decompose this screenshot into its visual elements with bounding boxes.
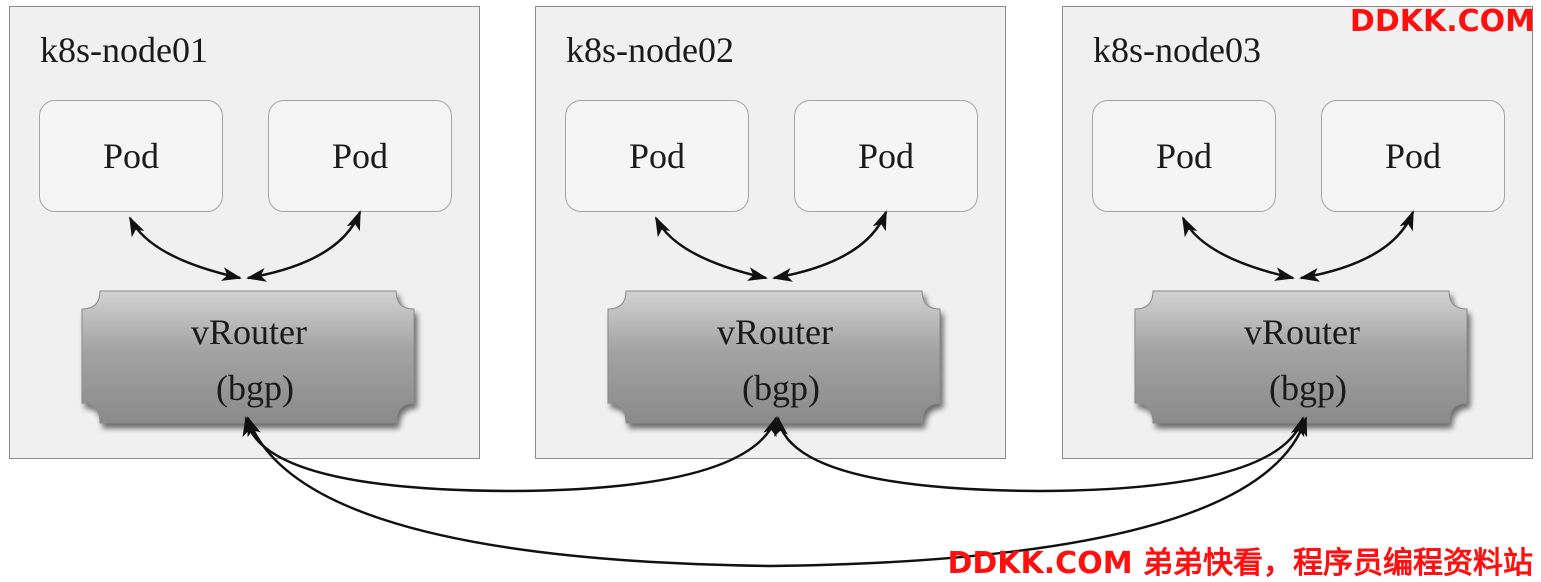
vrouter-protocol: (bgp) xyxy=(216,368,294,408)
pod-box: Pod xyxy=(39,100,223,212)
pod-box: Pod xyxy=(1092,100,1276,212)
node-title-1: k8s-node01 xyxy=(40,30,208,70)
node-title-3: k8s-node03 xyxy=(1093,30,1261,70)
vrouter-box-3: vRouter (bgp) xyxy=(1127,285,1477,435)
node-title-2: k8s-node02 xyxy=(566,30,734,70)
node-box-2: k8s-node02 Pod Pod vRouter (bgp) xyxy=(535,6,1006,459)
vrouter-protocol: (bgp) xyxy=(1269,368,1347,408)
node-box-1: k8s-node01 Pod Pod vRouter (bgp) xyxy=(9,6,480,459)
vrouter-box-1: vRouter (bgp) xyxy=(74,285,424,435)
vrouter-label: vRouter xyxy=(1244,312,1360,352)
node-box-3: k8s-node03 Pod Pod vRouter (bgp) xyxy=(1062,6,1533,459)
vrouter-label: vRouter xyxy=(717,312,833,352)
vrouter-protocol: (bgp) xyxy=(742,368,820,408)
vrouter-box-2: vRouter (bgp) xyxy=(600,285,950,435)
watermark-bottom: DDKK.COM 弟弟快看，程序员编程资料站 xyxy=(947,546,1533,581)
vrouter-label: vRouter xyxy=(191,312,307,352)
pod-box: Pod xyxy=(1321,100,1505,212)
pod-box: Pod xyxy=(565,100,749,212)
pod-box: Pod xyxy=(794,100,978,212)
pod-box: Pod xyxy=(268,100,452,212)
watermark-top: DDKK.COM xyxy=(1349,4,1535,39)
